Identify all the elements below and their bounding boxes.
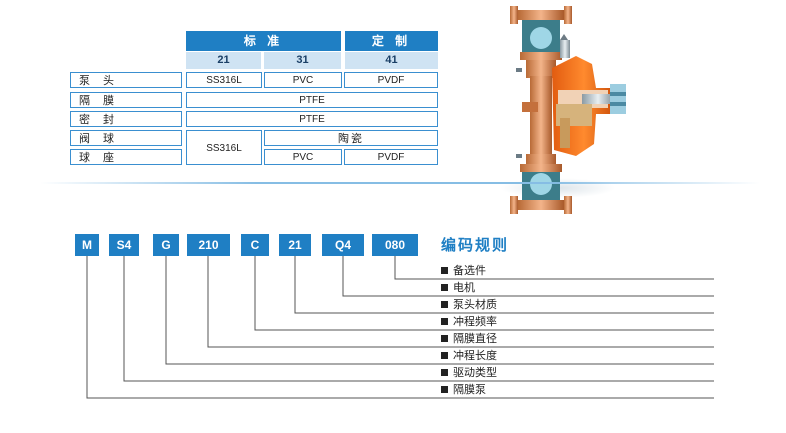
cell-valve-ball-21: SS316L — [186, 130, 262, 165]
code-segment-210: 210 — [187, 234, 230, 256]
cell-ball-seat-31: PVC — [264, 149, 342, 165]
legend-label: 冲程长度 — [453, 350, 497, 362]
row-label-ball-seat: 球 座 — [70, 149, 182, 165]
bullet-square-icon — [441, 368, 448, 376]
section-divider — [40, 182, 760, 184]
row-label-seal: 密 封 — [70, 111, 182, 127]
bullet-square-icon — [441, 334, 448, 342]
bullet-square-icon — [441, 283, 448, 291]
cell-diaphragm: PTFE — [186, 92, 438, 108]
legend-label: 电机 — [453, 282, 475, 294]
header-custom: 定 制 — [345, 31, 438, 51]
legend-label: 冲程频率 — [453, 316, 497, 328]
legend-item: 隔膜泵 — [441, 382, 486, 398]
legend-item: 泵头材质 — [441, 297, 497, 313]
bullet-square-icon — [441, 385, 448, 393]
cell-seal: PTFE — [186, 111, 438, 127]
cell-pump-head-31: PVC — [264, 72, 342, 88]
legend-label: 备选件 — [453, 265, 486, 277]
legend-label: 隔膜直径 — [453, 333, 497, 345]
bullet-square-icon — [441, 300, 448, 308]
code-21: 21 — [186, 52, 261, 69]
legend-item: 驱动类型 — [441, 365, 497, 381]
bullet-square-icon — [441, 266, 448, 274]
cell-valve-ball-ceramic: 陶瓷 — [264, 130, 438, 146]
code-segment-s4: S4 — [109, 234, 139, 256]
code-segment-m: M — [75, 234, 99, 256]
row-label-pump-head: 泵 头 — [70, 72, 182, 88]
code-segment-21: 21 — [279, 234, 311, 256]
legend-item: 电机 — [441, 280, 475, 296]
row-label-valve-ball: 阀 球 — [70, 130, 182, 146]
code-segment-c: C — [241, 234, 269, 256]
code-segment-g: G — [153, 234, 179, 256]
code-segment-q4: Q4 — [322, 234, 364, 256]
code-segment-080: 080 — [372, 234, 418, 256]
legend-item: 冲程长度 — [441, 348, 497, 364]
diaphragm-pump-illustration — [510, 6, 626, 214]
legend-label: 泵头材质 — [453, 299, 497, 311]
legend-item: 隔膜直径 — [441, 331, 497, 347]
cell-pump-head-21: SS316L — [186, 72, 262, 88]
row-label-diaphragm: 隔 膜 — [70, 92, 182, 108]
cell-ball-seat-41: PVDF — [344, 149, 438, 165]
bullet-square-icon — [441, 351, 448, 359]
code-41: 41 — [345, 52, 438, 69]
legend-item: 备选件 — [441, 263, 486, 279]
header-standard: 标 准 — [186, 31, 341, 51]
cell-pump-head-41: PVDF — [344, 72, 438, 88]
legend-item: 冲程频率 — [441, 314, 497, 330]
bullet-square-icon — [441, 317, 448, 325]
code-31: 31 — [264, 52, 341, 69]
legend-label: 隔膜泵 — [453, 384, 486, 396]
code-rule-title: 编码规则 — [441, 237, 510, 254]
legend-label: 驱动类型 — [453, 367, 497, 379]
